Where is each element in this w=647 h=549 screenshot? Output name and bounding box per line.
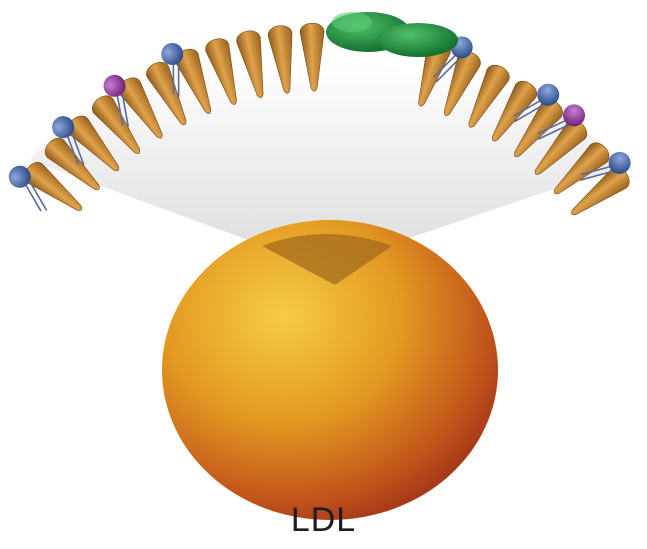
lipid-core-sphere bbox=[162, 220, 498, 520]
apolipoprotein-icon bbox=[326, 12, 458, 57]
ldl-label: LDL bbox=[0, 500, 647, 540]
